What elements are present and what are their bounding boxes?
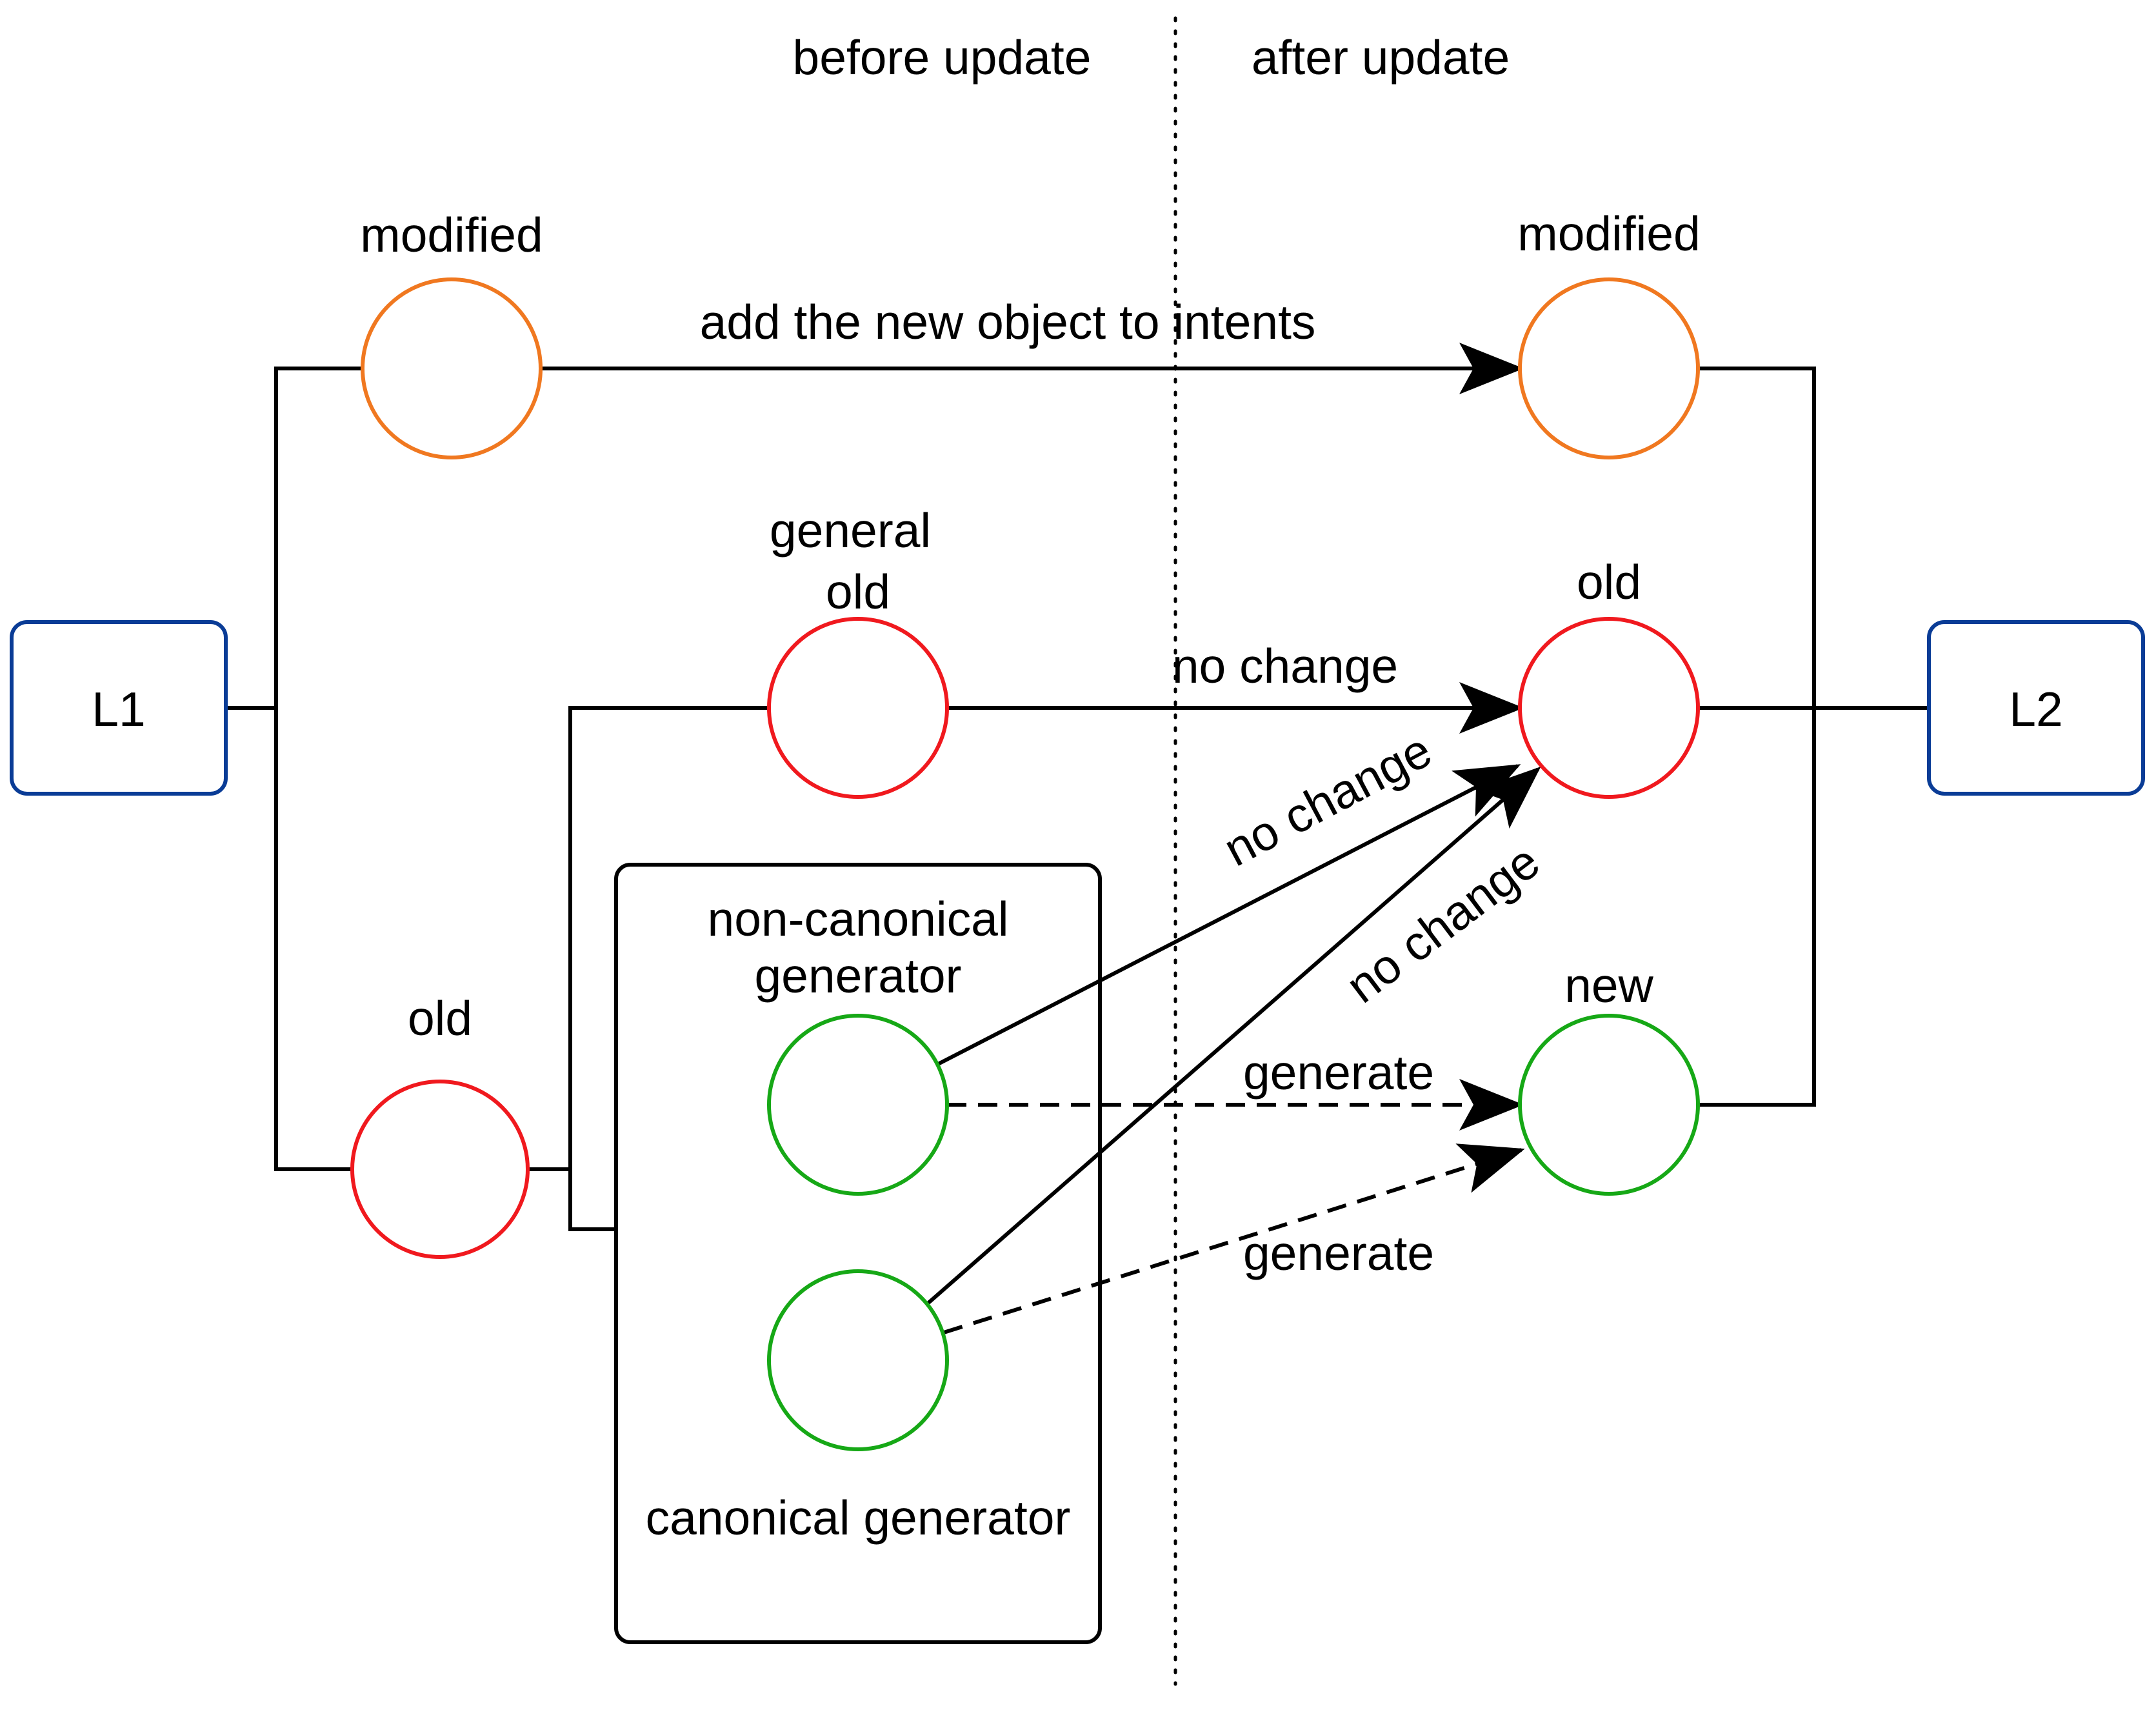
noncanonical-generator-label-line1: non-canonical [708, 892, 1009, 946]
l1-tree-connector [274, 367, 363, 1171]
canonical-generator-label: canonical generator [646, 1491, 1071, 1545]
l1-label: L1 [92, 682, 145, 736]
canonical-no-change-arrow [926, 767, 1541, 1305]
old-before-node [350, 1080, 530, 1259]
new-after-node [1518, 1014, 1700, 1196]
canonical-generate-arrow [943, 1143, 1525, 1334]
l2-endpoint-box [1927, 620, 2145, 796]
general-old-node [767, 617, 949, 799]
no-change-label-3: no change [1336, 834, 1549, 1013]
modified-before-label: modified [360, 208, 543, 262]
old-after-node [1518, 617, 1700, 799]
generate-label-1: generate [1243, 1045, 1434, 1100]
generator-group-box [614, 863, 1102, 1644]
before-update-label: before update [793, 30, 1092, 85]
generate-label-2: generate [1243, 1226, 1434, 1280]
general-old-label-line1: general [770, 503, 931, 558]
old-subtree-connector [568, 706, 768, 1231]
old-after-label: old [1577, 555, 1641, 609]
modified-before-node [361, 277, 543, 459]
modified-after-label: modified [1517, 206, 1700, 261]
l2-label: L2 [2009, 682, 2062, 736]
old-before-label: old [408, 991, 472, 1045]
noncanonical-no-change-arrow [935, 764, 1521, 1067]
after-update-label: after update [1252, 30, 1510, 85]
l2-tree-connector [1698, 367, 1816, 1107]
l1-endpoint-box [10, 620, 228, 796]
modified-after-node [1518, 277, 1700, 459]
general-old-label-line2: old [826, 565, 890, 619]
noncanonical-generator-node [767, 1014, 949, 1196]
add-intents-label: add the new object to intents [700, 295, 1316, 349]
no-change-label-2: no change [1215, 723, 1440, 877]
new-after-label: new [1564, 958, 1653, 1012]
canonical-generator-node [767, 1269, 949, 1451]
no-change-label-1: no change [1172, 639, 1398, 693]
noncanonical-generator-label-line2: generator [754, 949, 961, 1003]
